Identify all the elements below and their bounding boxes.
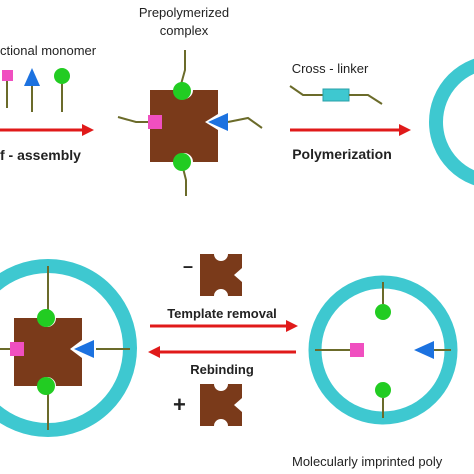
blue-triangle-icon [24,68,40,86]
cyan-ring-icon [429,58,474,186]
mip-caption: Molecularly imprinted poly [292,454,443,469]
blue-triangle-icon [74,340,94,358]
cross-linker [289,85,383,105]
green-circle-icon [37,309,55,327]
self-assembly-arrow [0,124,94,136]
template-removal-arrow [150,320,298,332]
blue-triangle-icon [414,341,434,359]
prepolymerized-complex [117,50,263,196]
brown-template-icon [150,90,218,162]
self-assembly-label: f - assembly [0,147,81,163]
rebinding-template-icon [200,384,242,426]
green-circle-icon [37,377,55,395]
plus-sign: + [173,392,186,417]
green-circle-icon [54,68,70,84]
cross-linker-label: Cross - linker [292,61,369,76]
blue-triangle-icon [208,113,228,131]
functional-monomer-label: ctional monomer [0,43,97,58]
green-circle-icon [375,382,391,398]
polymerization-arrow [290,124,411,136]
pink-square-icon [10,342,24,356]
prepolymerized-label-line1: Prepolymerized [139,5,229,20]
rebinding-label: Rebinding [190,362,254,377]
crosslinker-box-icon [322,88,350,102]
prepolymerized-label-line2: complex [160,23,209,38]
brown-template-icon [14,318,82,386]
green-circle-icon [173,82,191,100]
rebinding-arrow [148,346,296,358]
template-removal-label: Template removal [167,306,277,321]
pink-square-icon [2,70,13,81]
polymer-with-template [0,259,137,437]
pink-square-icon [148,115,162,129]
green-circle-icon [173,153,191,171]
minus-sign: – [183,256,193,276]
green-circle-icon [375,304,391,320]
removed-template-icon [200,254,242,296]
polymerization-label: Polymerization [292,146,392,162]
pink-square-icon [350,343,364,357]
imprinted-polymer-cavity [308,275,458,425]
functional-monomers [2,68,70,112]
